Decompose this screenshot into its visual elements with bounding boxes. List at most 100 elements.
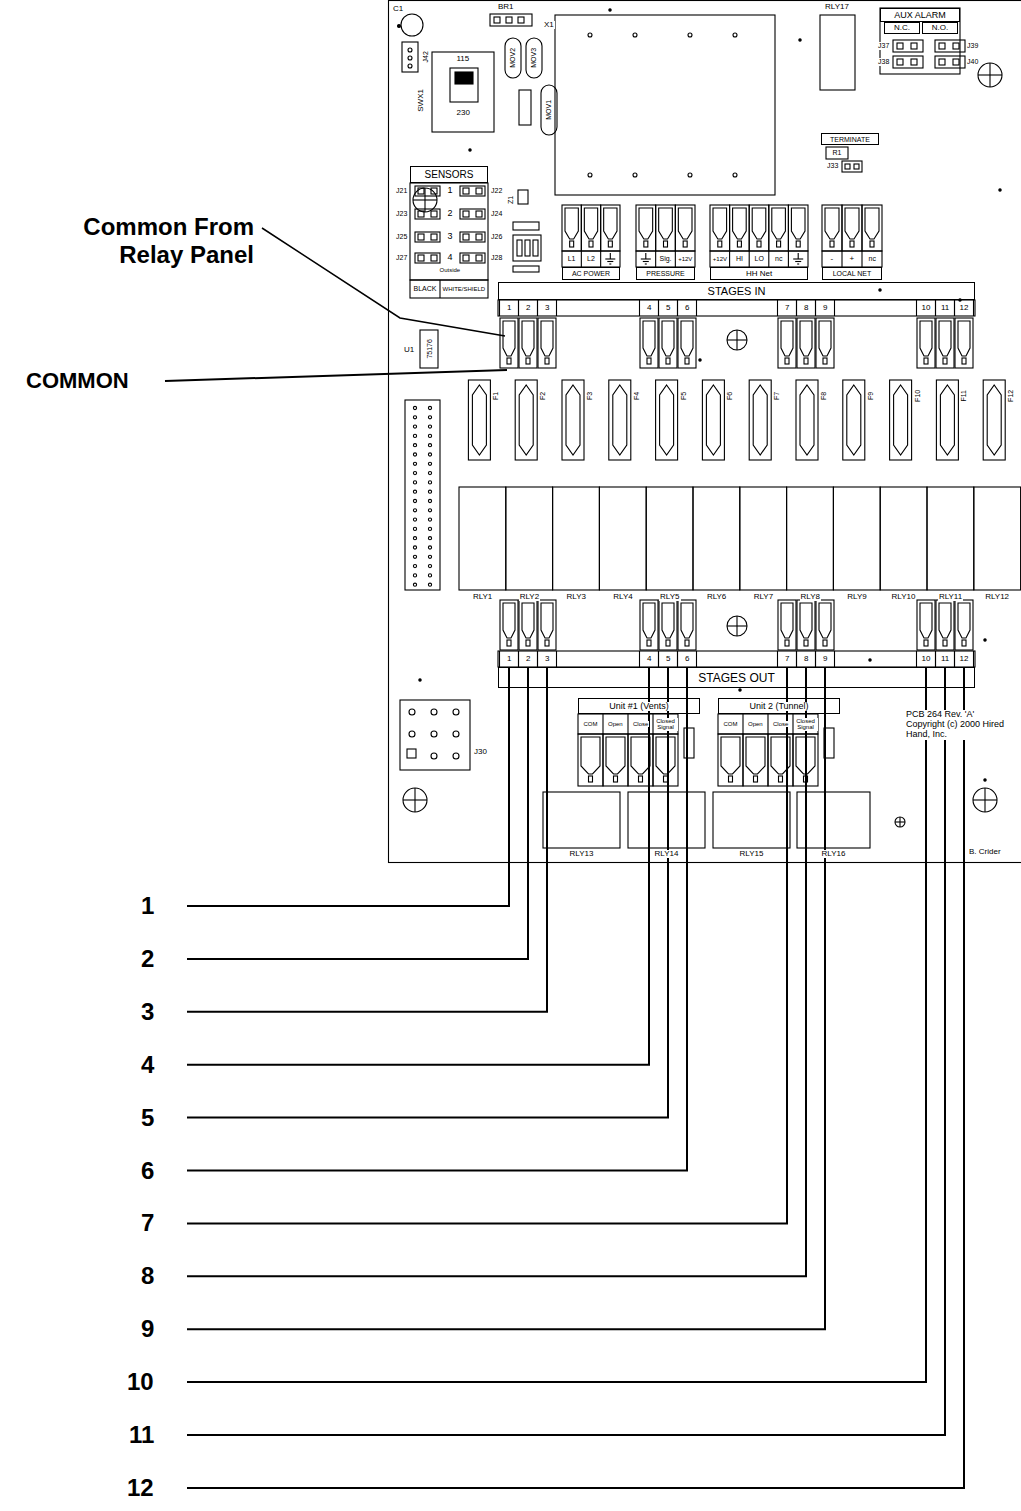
block-label: AUX ALARM [892, 11, 948, 20]
screw-terminal [519, 318, 537, 368]
fuse-holder [656, 380, 678, 460]
board-label: 7 [784, 655, 790, 664]
board-label: RLY6 [706, 593, 727, 602]
terminal-body [500, 318, 518, 368]
terminal-screw [729, 776, 733, 782]
cell-divider [537, 651, 538, 667]
fuse-holder [702, 380, 724, 460]
board-label: 4 [646, 304, 652, 313]
terminal-screw [754, 776, 758, 782]
callout-wire [187, 668, 945, 1435]
board-label: 2 [447, 209, 454, 219]
terminal-screw [647, 358, 651, 364]
board-label: 4 [646, 655, 652, 664]
board-label: U1 [403, 346, 415, 355]
block-label-box: STAGES OUT [498, 667, 975, 688]
board-label: RLY3 [566, 593, 587, 602]
mounting-hole [978, 63, 1002, 87]
terminal-screw [785, 640, 789, 646]
fuse [613, 385, 627, 455]
screw-terminal [769, 205, 789, 251]
switch-lever-inner [455, 72, 473, 84]
pad [431, 188, 437, 194]
board-dot [419, 679, 421, 681]
mounting-hole [403, 788, 427, 812]
cell-divider [581, 251, 582, 267]
board-label: J22 [490, 187, 503, 195]
zener-z1 [518, 190, 528, 204]
terminal-clamp [819, 603, 831, 638]
terminal-body [538, 318, 556, 368]
board-label: 7 [784, 304, 790, 313]
pin [428, 499, 431, 502]
transformer-pin [633, 173, 637, 177]
board-label: 12 [959, 655, 970, 664]
terminal-clamp [681, 603, 693, 638]
hole-cross [984, 788, 985, 812]
pads [513, 266, 539, 272]
connector-j30 [400, 700, 470, 770]
pad [953, 59, 959, 65]
relay [646, 487, 693, 590]
board-label: 4 [447, 253, 454, 263]
board-label: 230 [456, 109, 471, 118]
block-label-box: HH Net [710, 267, 808, 280]
board-label: Close [772, 721, 789, 728]
screw-terminal [519, 600, 537, 650]
screw-terminal [538, 318, 556, 368]
board-label: L2 [586, 255, 596, 263]
fuse [894, 385, 908, 455]
voltage-switch [432, 52, 494, 132]
dip-switch [513, 235, 541, 261]
number-row [498, 300, 975, 316]
board-label: J23 [395, 210, 408, 218]
terminal-body [778, 318, 796, 368]
terminal-clamp [581, 737, 600, 774]
stages-in-block [498, 300, 975, 368]
cell-divider [796, 300, 797, 316]
board-label: MOV3 [530, 47, 538, 69]
terminal-body [640, 318, 658, 368]
terminal-screw [507, 358, 511, 364]
pad [911, 59, 917, 65]
block-label: N.C. [892, 24, 912, 32]
sensor-block [410, 183, 488, 298]
terminal-body [797, 318, 815, 368]
board-label: 12 [959, 304, 970, 313]
pin [409, 709, 415, 715]
board-label: 3 [447, 232, 454, 242]
terminal-body [816, 318, 834, 368]
pin [413, 425, 416, 428]
pad [418, 255, 424, 261]
screw-terminal [500, 318, 518, 368]
pin [428, 527, 431, 530]
ground-symbol [793, 253, 803, 264]
terminal-screw [666, 640, 670, 646]
pin [413, 434, 416, 437]
pin [428, 574, 431, 577]
board-label: F7 [773, 391, 781, 401]
pin [408, 56, 412, 60]
board-label: J37 [877, 42, 890, 50]
board-dot [984, 779, 986, 781]
terminal-clamp [819, 321, 831, 356]
terminal-body [778, 600, 796, 650]
resistor-r1 [826, 147, 848, 159]
terminal-body [581, 205, 600, 251]
cell-divider [675, 251, 676, 267]
screw-terminal [768, 734, 793, 786]
terminal-body [519, 600, 537, 650]
relay [797, 792, 870, 848]
cell-divider [916, 651, 917, 667]
block-label-box: LOCAL NET [822, 267, 882, 280]
board-label: F4 [633, 391, 641, 401]
screw-terminal [749, 205, 769, 251]
terminal-clamp [662, 603, 674, 638]
mounting-hole [727, 616, 747, 636]
aux-alarm-frame [880, 8, 960, 74]
cell-divider [815, 300, 816, 316]
pin [428, 416, 431, 419]
cell-divider [788, 251, 789, 267]
varistor [505, 38, 521, 78]
cell-divider [518, 651, 519, 667]
